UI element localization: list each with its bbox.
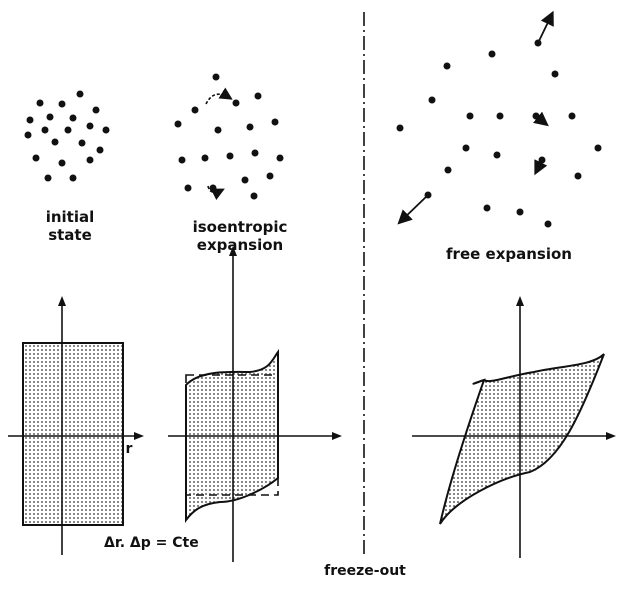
isentropic-motion-arrows bbox=[205, 87, 233, 201]
freeze-out-label: freeze-out bbox=[324, 563, 406, 579]
isentropic-label-line2: expansion bbox=[196, 236, 284, 254]
initial-state-label: initial state bbox=[24, 208, 116, 244]
free-expansion-velocity-arrows bbox=[397, 10, 554, 225]
isentropic-phase-space bbox=[168, 246, 342, 562]
uncertainty-relation: Δr. Δp = Cte bbox=[104, 535, 199, 551]
initial-label-line1: initial bbox=[45, 208, 95, 226]
isentropic-expansion-particles bbox=[174, 73, 284, 200]
isentropic-label-line1: isoentropic bbox=[192, 218, 288, 236]
isentropic-expansion-label: isoentropic expansion bbox=[180, 218, 300, 254]
free-expansion-phase-space bbox=[412, 296, 616, 558]
initial-state-particles bbox=[24, 90, 110, 182]
free-expansion-label: free expansion bbox=[446, 245, 572, 263]
initial-phase-space bbox=[8, 296, 144, 555]
initial-label-line2: state bbox=[48, 226, 92, 244]
free-expansion-particles bbox=[396, 39, 602, 228]
r-axis-label: r bbox=[125, 441, 133, 457]
